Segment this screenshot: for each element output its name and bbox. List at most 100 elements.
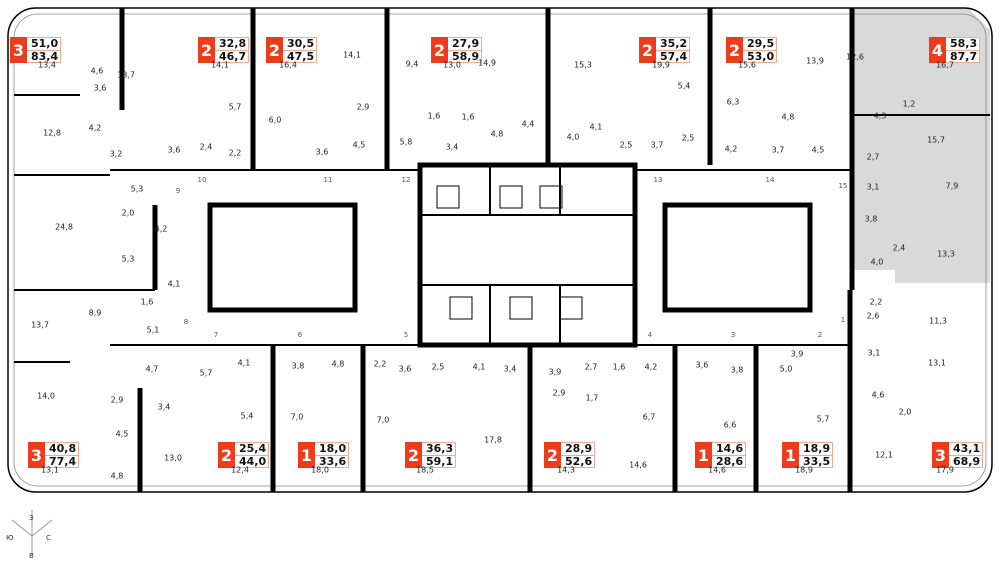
room-area-label: 13,1	[928, 358, 946, 368]
room-area-label: 4,2	[88, 123, 102, 133]
entrance-number: 15	[838, 182, 848, 190]
room-area-label: 2,2	[228, 148, 242, 158]
total-area: 57,4	[660, 50, 688, 63]
living-area: 32,8	[215, 38, 249, 51]
room-area-label: 3,1	[867, 348, 881, 358]
room-area-label: 2,9	[110, 395, 124, 405]
room-area-label: 3,4	[157, 402, 171, 412]
room-area-label: 7,9	[945, 181, 959, 191]
room-area-label: 14,1	[211, 60, 229, 70]
room-area-label: 15,7	[927, 135, 945, 145]
room-area-label: 4,6	[871, 390, 885, 400]
living-area: 40,8	[45, 443, 79, 456]
room-area-label: 3,6	[695, 360, 709, 370]
room-area-label: 3,8	[864, 214, 878, 224]
room-area-label: 1,6	[140, 297, 154, 307]
compass-west: Ю	[6, 534, 14, 542]
total-area: 59,1	[426, 455, 454, 468]
room-area-label: 9,4	[405, 59, 419, 69]
room-area-label: 4,1	[167, 279, 181, 289]
room-area-label: 4,0	[566, 132, 580, 142]
compass-east: С	[46, 534, 51, 542]
living-area: 28,9	[561, 443, 595, 456]
room-count: 2	[218, 442, 235, 468]
entrance-number: 1	[840, 316, 846, 324]
entrance-number: 4	[647, 331, 653, 339]
room-area-label: 4,8	[781, 112, 795, 122]
room-area-label: 18,5	[416, 465, 434, 475]
room-area-label: 2,5	[681, 133, 695, 143]
room-area-label: 13,3	[937, 249, 955, 259]
room-area-label: 24,8	[55, 222, 73, 232]
room-area-label: 14,6	[708, 465, 726, 475]
entrance-number: 8	[183, 318, 189, 326]
living-area: 18,9	[799, 443, 833, 456]
room-area-label: 5,1	[146, 325, 160, 335]
entrance-number: 12	[401, 176, 411, 184]
room-area-label: 14,1	[343, 50, 361, 60]
room-count: 2	[544, 442, 561, 468]
room-area-label: 14,6	[629, 460, 647, 470]
compass-south: В	[29, 552, 34, 560]
room-area-label: 1,6	[461, 112, 475, 122]
room-area-label: 2,9	[356, 102, 370, 112]
total-area: 33,6	[319, 455, 347, 468]
total-area: 53,0	[747, 50, 775, 63]
entrance-number: 7	[213, 331, 219, 339]
room-area-label: 17,9	[936, 465, 954, 475]
living-area: 36,3	[422, 443, 456, 456]
room-area-label: 5,7	[816, 414, 830, 424]
total-area: 83,4	[31, 50, 59, 63]
room-area-label: 6,0	[268, 115, 282, 125]
room-area-label: 16,4	[279, 60, 297, 70]
entrance-number: 5	[403, 331, 409, 339]
living-area: 35,2	[656, 38, 690, 51]
room-area-label: 4,5	[115, 429, 129, 439]
room-area-label: 5,3	[121, 254, 135, 264]
room-count: 2	[431, 37, 448, 63]
living-area: 51,0	[27, 38, 61, 51]
room-area-label: 19,9	[652, 60, 670, 70]
room-area-label: 18,7	[117, 70, 135, 80]
room-area-label: 12,4	[231, 465, 249, 475]
room-area-label: 4,3	[873, 111, 887, 121]
room-area-label: 3,4	[445, 142, 459, 152]
room-area-label: 3,1	[866, 182, 880, 192]
room-area-label: 2,2	[373, 359, 387, 369]
total-area: 46,7	[219, 50, 247, 63]
room-area-label: 2,0	[121, 208, 135, 218]
room-area-label: 5,8	[399, 137, 413, 147]
room-area-label: 3,9	[790, 349, 804, 359]
room-area-label: 6,3	[726, 97, 740, 107]
room-count: 3	[932, 442, 949, 468]
room-area-label: 2,9	[552, 388, 566, 398]
room-area-label: 8,9	[88, 308, 102, 318]
room-area-label: 1,6	[612, 362, 626, 372]
total-area: 33,5	[803, 455, 831, 468]
room-area-label: 4,1	[237, 358, 251, 368]
room-area-label: 13,0	[443, 60, 461, 70]
total-area: 47,5	[287, 50, 315, 63]
room-count: 2	[266, 37, 283, 63]
room-area-label: 5,7	[199, 368, 213, 378]
living-area: 58,3	[946, 38, 980, 51]
room-count: 4	[929, 37, 946, 63]
room-area-label: 13,0	[164, 453, 182, 463]
room-area-label: 4,4	[521, 119, 535, 129]
